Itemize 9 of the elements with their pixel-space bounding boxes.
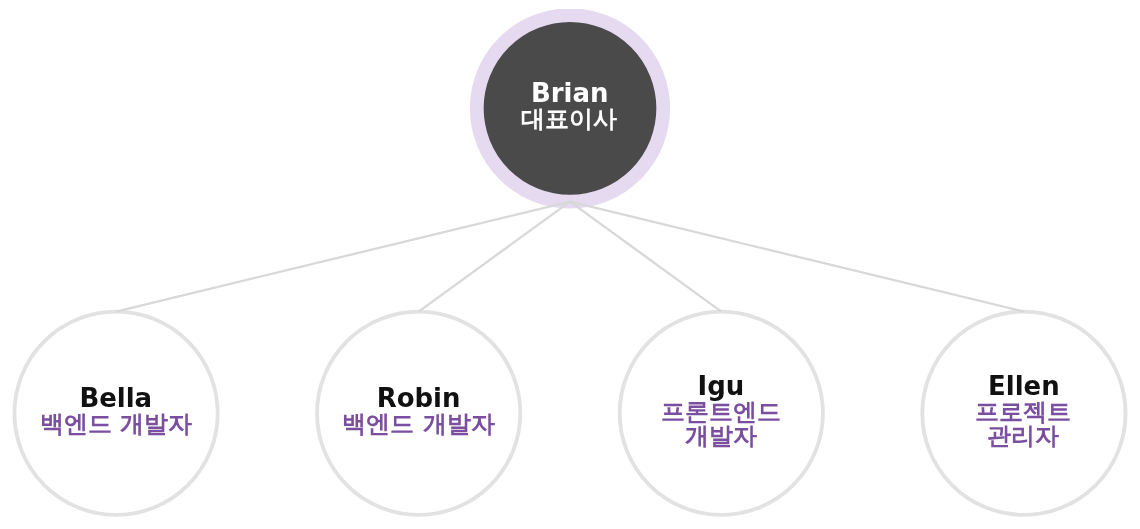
connector (115, 199, 571, 313)
node-circle: Bella 백엔드 개발자 (12, 309, 220, 517)
node-circle: Ellen 프로젝트 관리자 (920, 309, 1128, 517)
node-circle: Robin 백엔드 개발자 (315, 309, 523, 517)
node-circle: Brian 대표이사 (469, 8, 671, 208)
connector (569, 199, 1025, 313)
node-circle: Igu 프론트엔드 개발자 (617, 309, 825, 517)
connector (569, 200, 722, 313)
connector (418, 200, 571, 313)
